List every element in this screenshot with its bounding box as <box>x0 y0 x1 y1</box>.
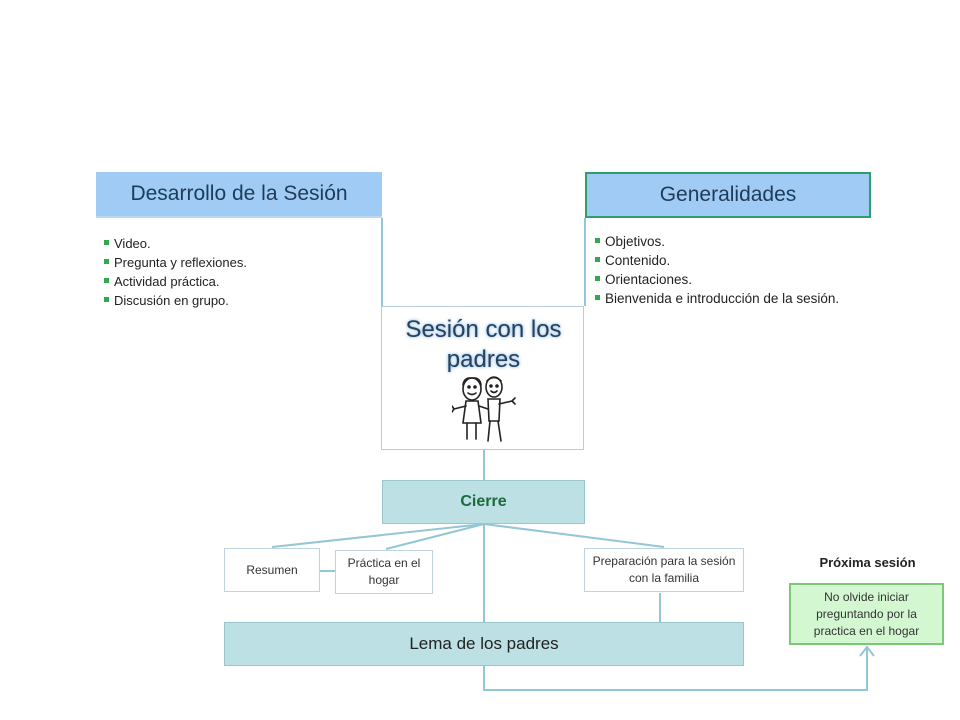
preparacion-label: Preparación para la sesión con la famili… <box>592 554 736 585</box>
lema-label: Lema de los padres <box>409 634 559 653</box>
list-item: Video. <box>102 234 362 253</box>
center-node: Sesión con los padres <box>381 306 584 450</box>
header-generalidades: Generalidades <box>585 172 871 218</box>
arrowhead-icon <box>859 645 875 657</box>
practica-label: Práctica en el hogar <box>347 556 421 587</box>
list-item: Pregunta y reflexiones. <box>102 253 362 272</box>
center-title: Sesión con los padres <box>405 316 562 373</box>
resumen-label: Resumen <box>246 562 298 577</box>
header-desarrollo-label: Desarrollo de la Sesión <box>130 182 348 205</box>
proxima-node: No olvide iniciar preguntando por la pra… <box>789 583 944 645</box>
connector-cierre-preparacion <box>483 523 665 548</box>
list-generalidades: Objetivos. Contenido. Orientaciones. Bie… <box>593 232 853 308</box>
children-icon <box>452 376 516 442</box>
lema-node: Lema de los padres <box>224 622 744 666</box>
list-item: Contenido. <box>593 251 853 270</box>
list-desarrollo: Video. Pregunta y reflexiones. Actividad… <box>102 234 362 310</box>
connector-lema-proxima <box>483 648 868 691</box>
proxima-text: No olvide iniciar preguntando por la pra… <box>813 589 920 638</box>
resumen-node: Resumen <box>224 548 320 592</box>
connector-cierre-practica <box>385 523 485 550</box>
cierre-label: Cierre <box>460 493 507 510</box>
connector-cierre-resumen <box>271 523 485 548</box>
list-item: Orientaciones. <box>593 270 853 289</box>
header-generalidades-label: Generalidades <box>659 183 797 206</box>
list-item: Bienvenida e introducción de la sesión. <box>593 289 853 308</box>
cierre-node: Cierre <box>382 480 585 524</box>
list-item: Objetivos. <box>593 232 853 251</box>
list-item: Discusión en grupo. <box>102 291 362 310</box>
header-desarrollo: Desarrollo de la Sesión <box>96 172 382 218</box>
list-item: Actividad práctica. <box>102 272 362 291</box>
proxima-label: Próxima sesión <box>819 555 916 570</box>
practica-node: Práctica en el hogar <box>335 550 433 594</box>
preparacion-node: Preparación para la sesión con la famili… <box>584 548 744 592</box>
